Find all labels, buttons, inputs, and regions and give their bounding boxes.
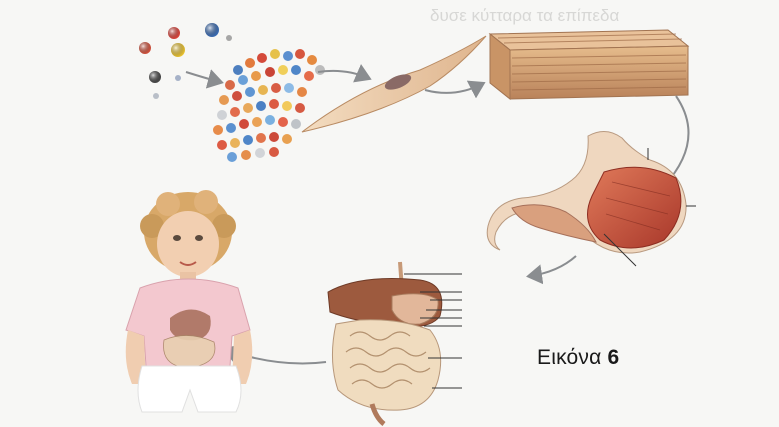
child-organism-group: [126, 190, 253, 412]
caption-prefix: Εικόνα: [537, 346, 601, 369]
arrow-atoms-to-molecule: [186, 72, 220, 82]
cell-group: [302, 36, 486, 132]
atoms-group: [139, 23, 232, 99]
arrow-organ-to-system: [530, 256, 576, 276]
arrow-molecule-to-cell: [318, 71, 368, 78]
molecule-group: [213, 49, 325, 162]
figure-caption: Εικόνα 6: [537, 346, 619, 370]
arrow-cell-to-tissue: [425, 84, 482, 93]
caption-number: 6: [607, 346, 619, 369]
stomach-organ-group: [487, 131, 696, 266]
tissue-group: [490, 30, 688, 99]
digestive-system-group: [328, 262, 462, 424]
